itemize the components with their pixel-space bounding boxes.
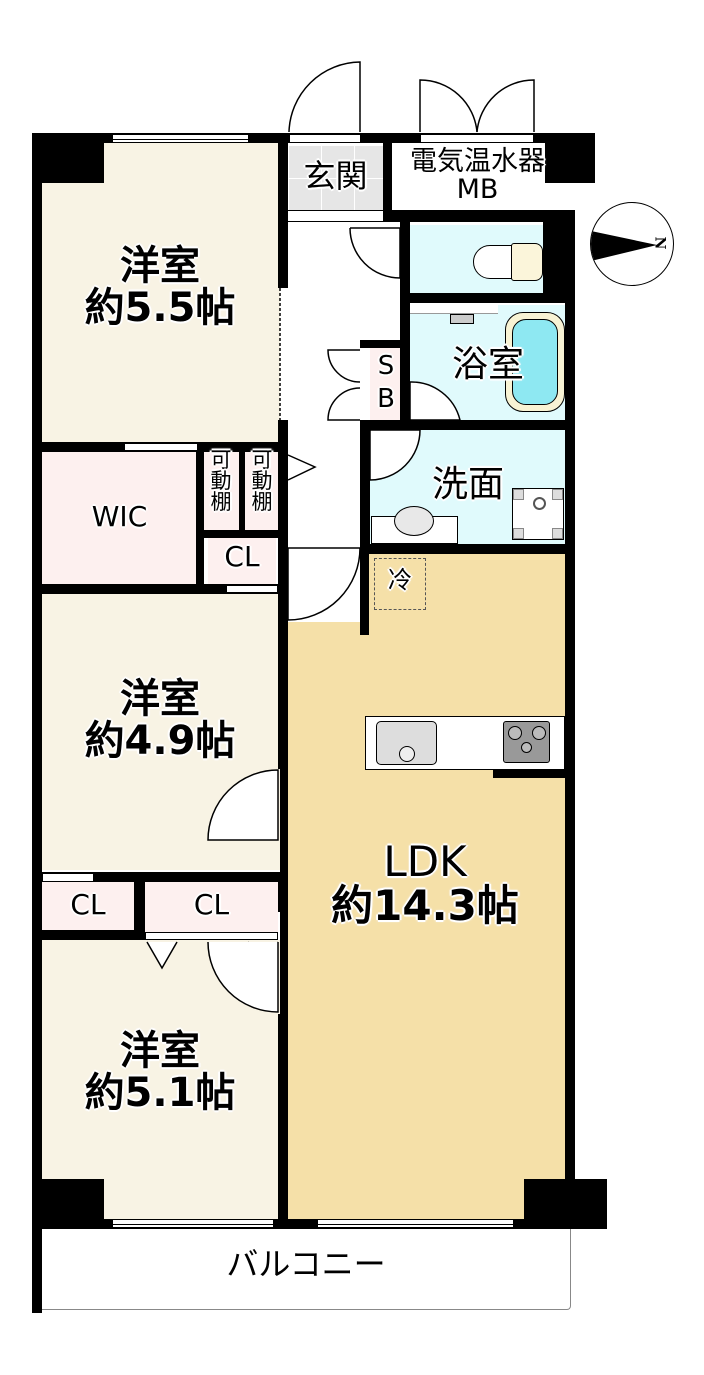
western-room-1-name: 洋室 xyxy=(120,243,200,289)
wall-sb-left-strip xyxy=(360,340,370,348)
ldk-corridor-part xyxy=(288,620,368,660)
wall-bath-left xyxy=(400,293,410,430)
window-ldk xyxy=(318,1219,513,1228)
wall-toilet-bottom xyxy=(400,293,575,303)
washbasin-icon xyxy=(394,506,434,536)
wic-room xyxy=(42,452,197,584)
ldk-name: LDK xyxy=(383,837,467,886)
opening-cl2 xyxy=(42,873,94,882)
wall-cl-divider xyxy=(134,872,145,940)
opening-mb-door xyxy=(420,134,534,143)
western-room-2-size: 約4.9帖 xyxy=(84,718,236,764)
mb-label: 電気温水器 MB xyxy=(390,146,565,206)
closet-2 xyxy=(42,882,134,930)
shoe-box-label: S B xyxy=(370,350,402,415)
western-room-1-label: 洋室 約5.5帖 xyxy=(60,245,260,329)
wall-room2-bottom xyxy=(32,872,288,882)
toilet-icon xyxy=(473,243,545,281)
wall-wic-right xyxy=(196,452,204,584)
closet-2-label: CL xyxy=(70,888,106,921)
wall-outer-right xyxy=(565,210,575,1225)
window-room1 xyxy=(113,134,248,143)
ldk-room xyxy=(288,554,565,1220)
wall-shelf-divider xyxy=(239,452,245,537)
wall-mb-bottom xyxy=(383,210,575,222)
north-compass-icon: N xyxy=(590,202,674,286)
closet-3-label: CL xyxy=(193,888,230,921)
entrance-label: 玄関 xyxy=(303,157,368,195)
wall-toilet-left xyxy=(400,222,410,302)
shoe-box-s: S xyxy=(377,351,395,381)
entrance-step xyxy=(288,210,383,222)
movable-shelf-1-label: 可 動 棚 xyxy=(210,448,232,514)
compass-north-label: N xyxy=(651,236,668,250)
wall-sb-top xyxy=(360,340,410,348)
balcony-label: バルコニー xyxy=(226,1245,386,1283)
western-room-3-size: 約5.1帖 xyxy=(84,1070,236,1116)
washroom-label: 洗面 xyxy=(431,464,504,505)
opening-cl3 xyxy=(145,932,278,940)
shoe-box-b: B xyxy=(377,383,395,414)
bath-faucet-icon xyxy=(450,314,474,324)
wall-bath-bottom xyxy=(360,420,575,430)
mb-sub: MB xyxy=(456,174,499,206)
wall-wic-bottom xyxy=(32,584,288,594)
wall-outer-left xyxy=(32,133,42,1313)
movable-shelf-2-label: 可 動 棚 xyxy=(251,448,273,514)
western-room-2-label: 洋室 約4.9帖 xyxy=(60,678,260,762)
kitchen-sink-icon xyxy=(376,721,437,765)
bath-label: 浴室 xyxy=(451,344,524,385)
corridor xyxy=(288,222,360,622)
mb-room xyxy=(390,145,565,210)
wall-shelf-bottom xyxy=(196,530,280,538)
movable-shelf-1 xyxy=(203,452,239,537)
western-room-1 xyxy=(42,142,280,442)
opening-wic xyxy=(124,443,198,451)
wall-room1-right-b xyxy=(278,420,288,585)
opening-entrance-door xyxy=(289,134,361,143)
closet-1 xyxy=(208,537,276,584)
balcony xyxy=(42,1228,571,1310)
closet-1-label: CL xyxy=(224,540,260,573)
western-room-3-name: 洋室 xyxy=(120,1028,200,1074)
wall-toilet-right xyxy=(543,222,575,297)
mb-name: 電気温水器 xyxy=(410,146,545,177)
western-room-3-label: 洋室 約5.1帖 xyxy=(60,1030,260,1114)
washing-machine-pan-icon xyxy=(512,488,564,540)
ldk-label: LDK 約14.3帖 xyxy=(300,837,550,931)
movable-shelf-2 xyxy=(244,452,280,537)
closet-3 xyxy=(145,882,278,934)
wall-ldk-left xyxy=(280,620,288,1220)
wall-washroom-left xyxy=(360,420,370,550)
ldk-size: 約14.3帖 xyxy=(331,881,519,931)
wall-ldk-stub xyxy=(360,550,369,635)
fridge-label: 冷 xyxy=(388,566,412,594)
bathtub-icon xyxy=(505,312,565,412)
bath-counter xyxy=(410,303,498,314)
western-room-1-size: 約5.5帖 xyxy=(84,285,236,331)
shoe-box xyxy=(370,347,402,420)
wall-room1-right xyxy=(278,133,288,288)
western-room-2-name: 洋室 xyxy=(120,676,200,722)
entrance-room xyxy=(288,145,383,210)
gas-stove-icon xyxy=(503,721,550,763)
wic-label: WIC xyxy=(91,500,148,533)
opening-cl1 xyxy=(226,585,278,593)
wall-cl-bottom xyxy=(32,930,145,940)
wall-washroom-bottom xyxy=(360,544,575,554)
wall-kitchen-back xyxy=(493,768,573,778)
fridge-space xyxy=(374,558,426,610)
wall-entrance-right xyxy=(383,133,392,218)
window-room3 xyxy=(113,1219,273,1228)
